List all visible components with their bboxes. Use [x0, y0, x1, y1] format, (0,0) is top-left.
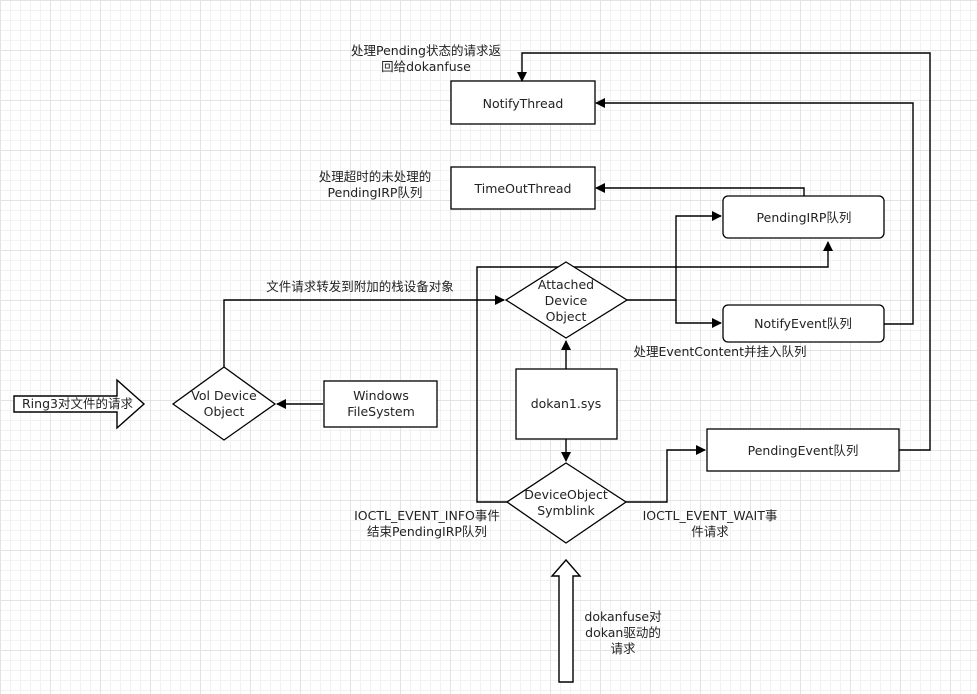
attached-device-object-node[interactable]: Attached Device Object [504, 261, 629, 339]
timeout-thread-label: TimeOutThread [474, 181, 572, 196]
dokanfuse-request-line-3: 请求 [610, 641, 636, 656]
arrow-vol-to-attached [223, 295, 505, 367]
event-wait-note-2: 件请求 [691, 524, 729, 539]
arrow-notifyevent-to-notifythread [595, 98, 914, 325]
attached-device-line-1: Attached [538, 277, 594, 292]
arrow-attached-to-pendingirp [627, 211, 722, 301]
vol-device-line-1: Vol Device [191, 388, 257, 403]
event-info-note-2: 结束PendingIRP队列 [367, 524, 487, 539]
arrow-symblink-to-pendingevent [626, 445, 706, 503]
dokanfuse-request-line-1: dokanfuse对 [584, 609, 661, 624]
dokanfuse-request-arrow [550, 558, 582, 683]
symblink-line-2: Symblink [537, 503, 595, 518]
timeout-note-2: PendingIRP队列 [328, 185, 423, 200]
event-content-note: 处理EventContent并挂入队列 [633, 344, 806, 359]
notify-thread-label: NotifyThread [483, 96, 564, 111]
windows-fs-line-2: FileSystem [347, 404, 415, 419]
symblink-line-1: DeviceObject [524, 487, 608, 502]
forward-note: 文件请求转发到附加的栈设备对象 [266, 279, 454, 294]
device-object-symblink-node[interactable]: DeviceObject Symblink [505, 462, 628, 544]
pending-event-queue-node[interactable]: PendingEvent队列 [706, 428, 900, 472]
timeout-thread-node[interactable]: TimeOutThread [450, 166, 596, 210]
event-wait-note-1: IOCTL_EVENT_WAIT事 [643, 508, 778, 523]
attached-device-line-2: Device [545, 293, 588, 308]
pending-irp-queue-node[interactable]: PendingIRP队列 [722, 195, 885, 239]
windows-filesystem-node[interactable]: Windows FileSystem [323, 380, 438, 428]
pending-irp-queue-label: PendingIRP队列 [757, 210, 852, 225]
dokanfuse-request-line-2: dokan驱动的 [585, 625, 661, 640]
arrow-symblink-to-pendingirp [476, 241, 833, 503]
pending-event-queue-label: PendingEvent队列 [748, 443, 859, 458]
attached-device-line-3: Object [546, 309, 587, 324]
arrow-pendingevent-to-notifythread [517, 52, 931, 451]
ring3-request-label: Ring3对文件的请求 [22, 396, 133, 411]
event-info-note-1: IOCTL_EVENT_INFO事件 [354, 508, 500, 523]
ring3-request-arrow [13, 378, 146, 430]
pending-notify-note-2: 回给dokanfuse [381, 59, 471, 74]
arrow-pendingirp-to-timeout [595, 183, 805, 196]
notify-event-queue-node[interactable]: NotifyEvent队列 [722, 304, 885, 343]
windows-fs-line-1: Windows [353, 388, 409, 403]
pending-notify-note-1: 处理Pending状态的请求返 [351, 43, 501, 58]
vol-device-line-2: Object [204, 404, 245, 419]
dokan-sys-label: dokan1.sys [531, 396, 602, 411]
notify-event-queue-label: NotifyEvent队列 [754, 316, 852, 331]
notify-thread-node[interactable]: NotifyThread [450, 80, 596, 125]
arrow-attached-to-notifyevent [675, 300, 722, 328]
timeout-note-1: 处理超时的未处理的 [319, 169, 432, 184]
dokan-sys-node[interactable]: dokan1.sys [515, 368, 618, 440]
vol-device-object-node[interactable]: Vol Device Object [171, 366, 277, 441]
